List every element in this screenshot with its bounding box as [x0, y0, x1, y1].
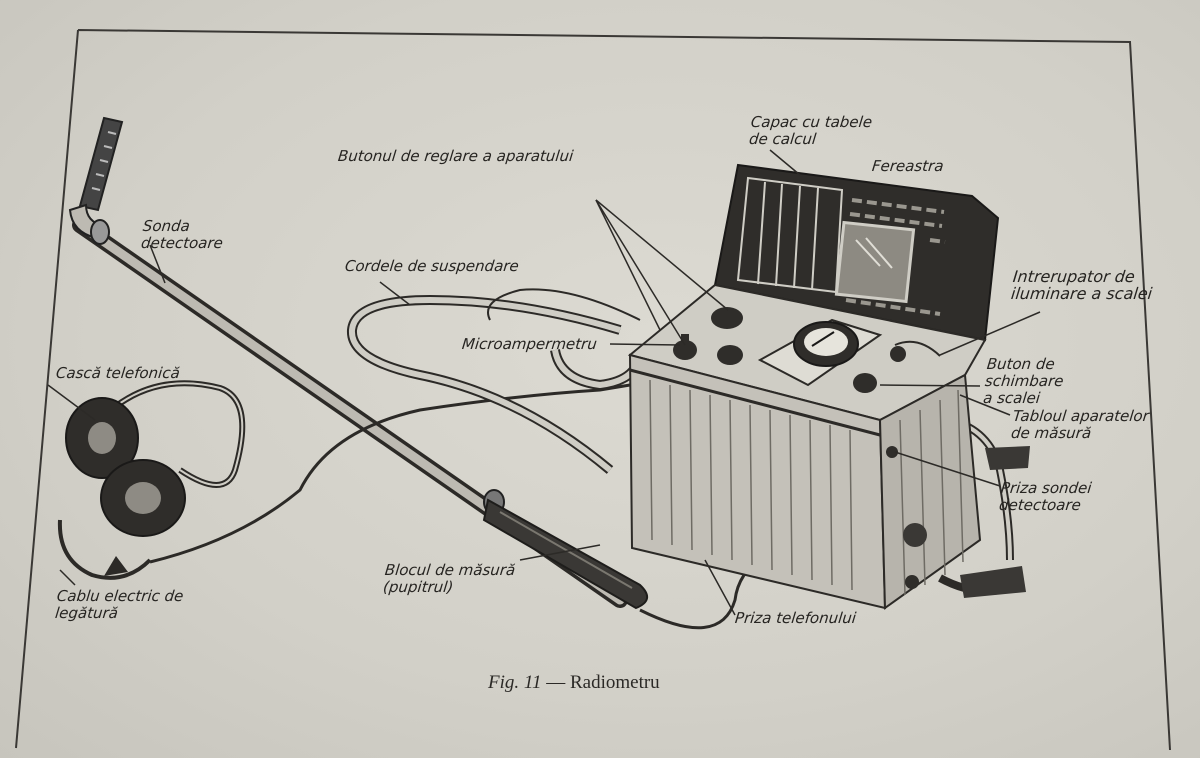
label-tabloul-line1: Tabloul aparatelor — [1012, 407, 1150, 425]
label-cordele: Cordele de suspendare — [344, 257, 520, 275]
label-sonda-line1: Sonda — [142, 217, 191, 235]
label-capac-line2: de calcul — [748, 130, 818, 148]
figure-caption: Fig. 11 — Radiometru — [488, 672, 660, 694]
phone-socket — [905, 575, 919, 589]
label-blocul-line1: Blocul de măsură — [384, 561, 517, 579]
leader-lines — [47, 149, 1041, 616]
label-priza-sondei-line1: Priza sondei — [1000, 479, 1093, 497]
label-capac: Capac cu tabele de calcul — [748, 113, 874, 148]
scale-switch-knob — [853, 373, 877, 393]
label-cablu-line2: legătură — [54, 604, 119, 622]
label-blocul-line2: (pupitrul) — [382, 578, 455, 596]
label-buton-schimbare-line1: Buton de — [985, 355, 1056, 373]
label-capac-line1: Capac cu tabele — [750, 113, 874, 131]
label-cablu-line1: Cablu electric de — [56, 587, 185, 605]
label-blocul: Blocul de măsură (pupitrul) — [382, 561, 517, 596]
label-cablu: Cablu electric de legătură — [54, 587, 185, 622]
label-fereastra: Fereastra — [871, 157, 945, 175]
label-microampermetru: Microampermetru — [461, 335, 598, 353]
label-sonda-line2: detectoare — [140, 234, 224, 252]
caption-separator: — — [546, 672, 566, 693]
label-buton-schimbare: Buton de schimbare a scalei — [982, 355, 1066, 407]
label-tabloul-line2: de măsură — [1010, 424, 1093, 442]
headphones — [57, 380, 246, 580]
probe-socket — [886, 446, 898, 458]
label-intrerupator-line2: iluminare a scalei — [1010, 284, 1154, 303]
clip — [960, 566, 1026, 598]
label-sonda: Sonda detectoare — [140, 217, 225, 252]
label-priza-sondei-line2: detectoare — [998, 496, 1082, 514]
label-butonul: Butonul de reglare a aparatului — [337, 147, 575, 165]
label-buton-schimbare-line3: a scalei — [982, 389, 1041, 407]
caption-figure: Fig. 11 — [488, 672, 542, 693]
label-priza-sondei: Priza sondei detectoare — [998, 479, 1093, 514]
clip — [985, 446, 1030, 470]
label-casca: Cască telefonică — [55, 364, 181, 382]
label-priza-telefonului: Priza telefonului — [734, 609, 858, 627]
adjust-knob — [717, 345, 743, 365]
caption-title: Radiometru — [569, 672, 660, 693]
label-intrerupator: Intrerupator de iluminare a scalei — [1010, 267, 1155, 303]
detector-probe — [68, 116, 648, 610]
label-tabloul: Tabloul aparatelor de măsură — [1010, 407, 1150, 442]
frame-border — [15, 29, 1171, 751]
side-knob — [903, 523, 927, 547]
adjust-knob — [711, 307, 743, 329]
label-buton-schimbare-line2: schimbare — [984, 372, 1065, 390]
measuring-block — [627, 163, 1000, 610]
